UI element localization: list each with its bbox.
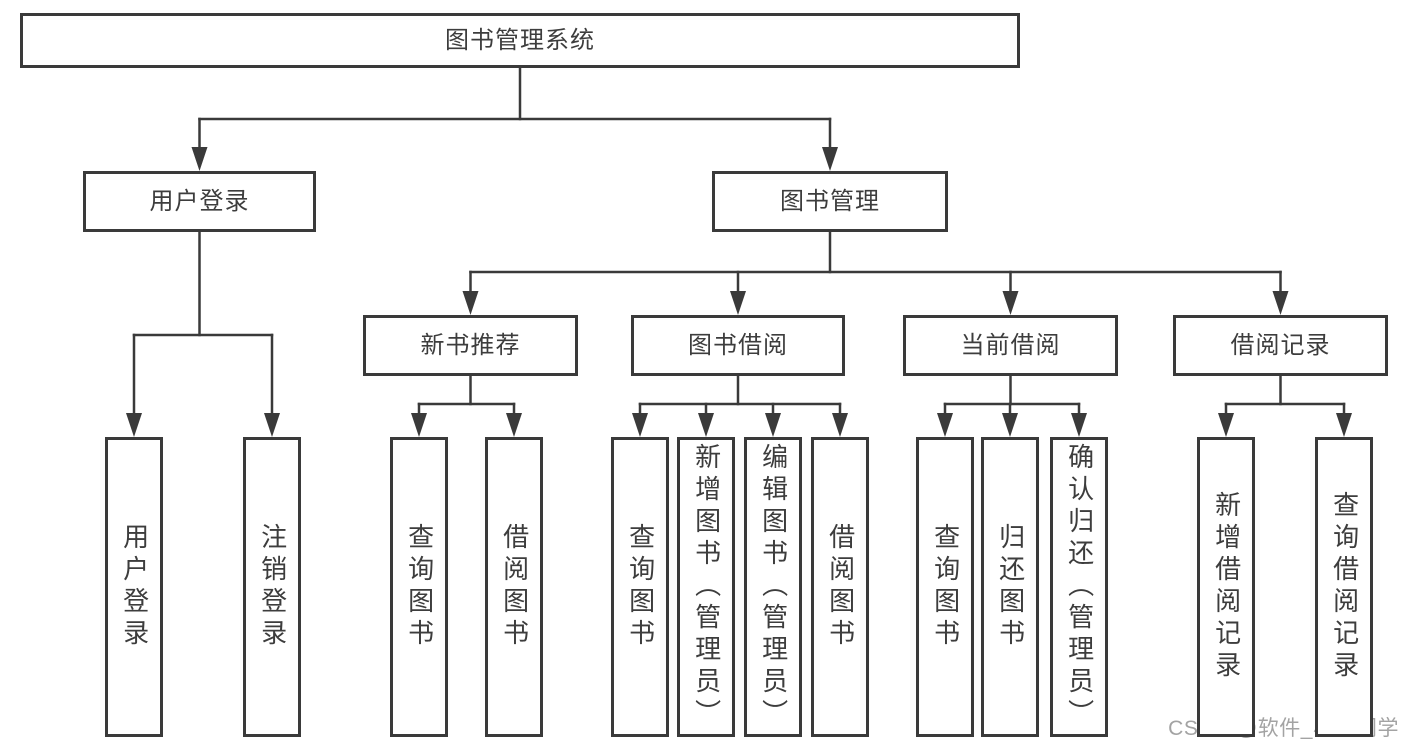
node-current-borrow: 当前借阅 <box>903 315 1118 376</box>
node-label: 查询借阅记录 <box>1329 491 1360 683</box>
node-label: 借阅记录 <box>1230 331 1331 359</box>
node-book-borrow: 图书借阅 <box>631 315 845 376</box>
down-arrow-icon <box>126 413 142 437</box>
node-bb-query-books: 查询图书 <box>611 437 669 737</box>
down-arrow-icon <box>1071 413 1087 437</box>
node-label: 借阅图书 <box>825 523 856 651</box>
down-arrow-icon <box>1336 413 1352 437</box>
node-login: 用户登录 <box>105 437 163 737</box>
node-label: 借阅图书 <box>499 523 530 651</box>
node-label: 确认归还（管理员） <box>1064 443 1095 731</box>
down-arrow-icon <box>506 413 522 437</box>
node-label: 用户登录 <box>119 523 150 651</box>
down-arrow-icon <box>822 147 838 171</box>
node-label: 图书借阅 <box>688 331 788 359</box>
node-label: 注销登录 <box>257 523 288 651</box>
node-label: 图书管理系统 <box>445 26 595 54</box>
node-book-mgmt: 图书管理 <box>712 171 948 232</box>
node-br-add-record: 新增借阅记录 <box>1197 437 1255 737</box>
node-user-login: 用户登录 <box>83 171 316 232</box>
down-arrow-icon <box>832 413 848 437</box>
node-label: 查询图书 <box>625 523 656 651</box>
node-label: 新增图书（管理员） <box>691 443 722 731</box>
down-arrow-icon <box>698 413 714 437</box>
node-label: 当前借阅 <box>960 331 1061 359</box>
down-arrow-icon <box>264 413 280 437</box>
node-label: 查询图书 <box>404 523 435 651</box>
node-cb-query-books: 查询图书 <box>916 437 974 737</box>
down-arrow-icon <box>730 291 746 315</box>
node-new-book-rec: 新书推荐 <box>363 315 578 376</box>
node-br-query-record: 查询借阅记录 <box>1315 437 1373 737</box>
node-label: 新增借阅记录 <box>1211 491 1242 683</box>
node-rec-borrow-books: 借阅图书 <box>485 437 543 737</box>
down-arrow-icon <box>1218 413 1234 437</box>
down-arrow-icon <box>411 413 427 437</box>
node-bb-edit-books: 编辑图书（管理员） <box>744 437 802 737</box>
node-label: 用户登录 <box>149 187 250 215</box>
node-bb-add-books: 新增图书（管理员） <box>677 437 735 737</box>
down-arrow-icon <box>1002 291 1019 315</box>
down-arrow-icon <box>191 147 208 171</box>
down-arrow-icon <box>1272 291 1289 315</box>
node-rec-query-books: 查询图书 <box>390 437 448 737</box>
node-cb-confirm-return: 确认归还（管理员） <box>1050 437 1108 737</box>
node-label: 新书推荐 <box>420 331 521 359</box>
node-borrow-records: 借阅记录 <box>1173 315 1388 376</box>
node-label: 归还图书 <box>995 523 1026 651</box>
down-arrow-icon <box>1002 413 1018 437</box>
node-bb-borrow-books: 借阅图书 <box>811 437 869 737</box>
node-cb-return-books: 归还图书 <box>981 437 1039 737</box>
down-arrow-icon <box>937 413 953 437</box>
node-root: 图书管理系统 <box>20 13 1020 68</box>
node-logout: 注销登录 <box>243 437 301 737</box>
down-arrow-icon <box>462 291 479 315</box>
node-label: 查询图书 <box>930 523 961 651</box>
down-arrow-icon <box>765 413 781 437</box>
down-arrow-icon <box>632 413 648 437</box>
node-label: 图书管理 <box>780 187 880 215</box>
node-label: 编辑图书（管理员） <box>758 443 789 731</box>
